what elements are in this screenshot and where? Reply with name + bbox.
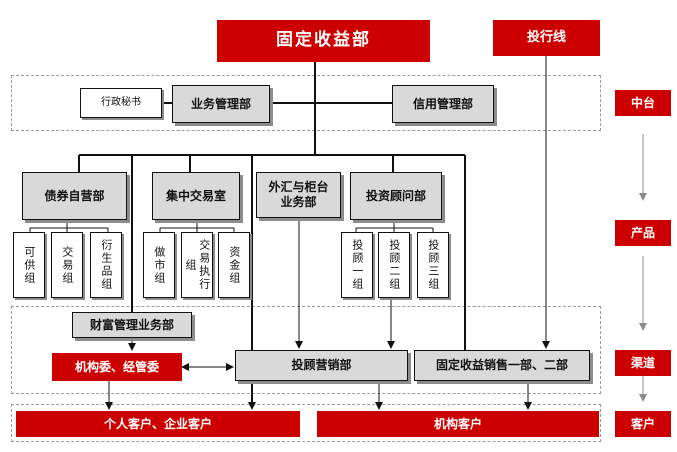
bond-group-available: 可供组: [13, 232, 45, 298]
central-trading-room-box: 集中交易室: [152, 172, 240, 220]
individual-enterprise-clients-box: 个人客户、企业客户: [16, 411, 300, 437]
advisory-marketing-dept-box: 投顾营销部: [235, 350, 408, 381]
trading-group-execution: 交易执行组: [181, 232, 213, 298]
fixed-income-sales-box: 固定收益销售一部、二部: [414, 350, 590, 381]
admin-secretary-box: 行政秘书: [80, 88, 162, 118]
side-label-clients: 客户: [615, 411, 671, 437]
investment-banking-line-box: 投行线: [493, 20, 600, 56]
bond-proprietary-dept-box: 债券自营部: [22, 172, 127, 220]
bond-group-derivatives: 衍生品组: [90, 232, 122, 298]
wealth-mgmt-dept-box: 财富管理业务部: [72, 312, 192, 338]
business-mgmt-box: 业务管理部: [172, 85, 270, 123]
channel-band: [11, 306, 601, 394]
client-band: [11, 404, 601, 442]
fx-otc-dept-box: 外汇与柜台业务部: [256, 172, 341, 218]
institutional-clients-box: 机构客户: [317, 411, 599, 437]
advisory-group-two: 投顾二组: [378, 232, 410, 298]
side-label-mid-office: 中台: [615, 90, 671, 116]
fixed-income-dept-box: 固定收益部: [217, 20, 430, 62]
trading-group-funding: 资金组: [218, 232, 250, 298]
bond-group-trading: 交易组: [51, 232, 83, 298]
advisory-group-three: 投顾三组: [417, 232, 449, 298]
investment-advisory-dept-box: 投资顾问部: [350, 172, 442, 220]
trading-group-market-making: 做市组: [143, 232, 175, 298]
advisory-group-one: 投顾一组: [341, 232, 373, 298]
mid-office-band: [11, 75, 601, 131]
committees-box: 机构委、经管委: [52, 353, 182, 381]
side-label-product: 产品: [615, 220, 671, 246]
side-label-channel: 渠道: [615, 350, 671, 376]
credit-mgmt-box: 信用管理部: [392, 85, 494, 123]
